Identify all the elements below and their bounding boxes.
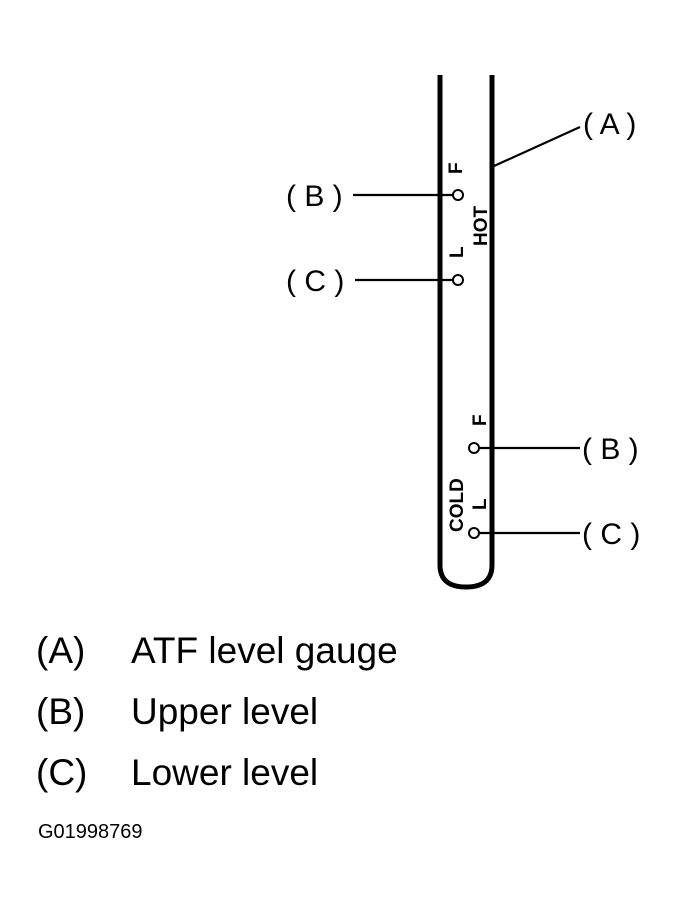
upper-level-mark-hot xyxy=(452,189,464,201)
legend-text-c: Lower level xyxy=(131,752,318,793)
callout-b-cold: ( B ) xyxy=(582,433,639,466)
atf-level-gauge xyxy=(437,75,495,590)
leader-line-a xyxy=(493,125,581,168)
legend-key-b: (B) xyxy=(36,691,85,732)
hot-label: HOT xyxy=(471,206,492,247)
figure-code: G01998769 xyxy=(38,821,143,843)
callout-c-cold: ( C ) xyxy=(582,518,640,551)
hot-full-mark: F xyxy=(446,162,467,174)
lower-level-mark-cold xyxy=(468,527,480,539)
upper-level-mark-cold xyxy=(468,442,480,454)
legend-key-a: (A) xyxy=(36,630,85,671)
cold-low-mark: L xyxy=(470,498,491,510)
callout-a: ( A ) xyxy=(583,108,636,141)
callout-c-hot: ( C ) xyxy=(286,265,344,298)
callout-b-hot: ( B ) xyxy=(286,180,343,213)
legend-key-c: (C) xyxy=(36,752,87,793)
legend-text-a: ATF level gauge xyxy=(131,630,398,671)
legend-text-b: Upper level xyxy=(131,691,318,732)
hot-low-mark: L xyxy=(447,246,468,258)
cold-full-mark: F xyxy=(470,414,491,426)
lower-level-mark-hot xyxy=(452,274,464,286)
cold-label: COLD xyxy=(447,478,468,532)
